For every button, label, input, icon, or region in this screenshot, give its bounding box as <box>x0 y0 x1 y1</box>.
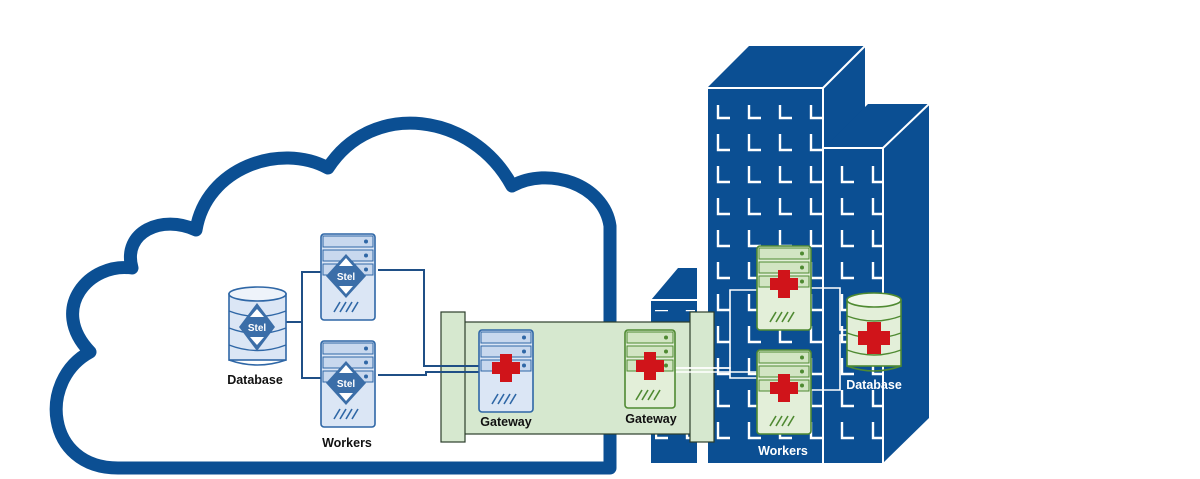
cloud-worker-1-icon-text: Stel <box>337 272 356 283</box>
onprem-worker-server-1[interactable] <box>756 245 812 331</box>
cloud-database-icon[interactable]: Stel <box>228 286 287 366</box>
onprem-gateway-label: Gateway <box>625 412 676 426</box>
cloud-worker-2-icon-text: Stel <box>337 379 356 390</box>
onprem-database-icon[interactable] <box>846 292 902 372</box>
onprem-database-label: Database <box>846 378 902 392</box>
cloud-database-label: Database <box>227 373 283 387</box>
onprem-workers-label: Workers <box>758 444 808 458</box>
onprem-gateway-server[interactable] <box>624 329 676 409</box>
cloud-database-icon-text: Stel <box>248 323 267 334</box>
cloud-gateway-label: Gateway <box>480 415 531 429</box>
onprem-connections <box>672 287 848 391</box>
cloud-connections <box>286 269 486 379</box>
cloud-gateway-server[interactable] <box>478 329 534 413</box>
cloud-worker-server-1[interactable]: Stel <box>320 233 376 321</box>
onprem-worker-server-2[interactable] <box>756 349 812 435</box>
cloud-workers-label: Workers <box>322 436 372 450</box>
cloud-worker-server-2[interactable]: Stel <box>320 340 376 428</box>
